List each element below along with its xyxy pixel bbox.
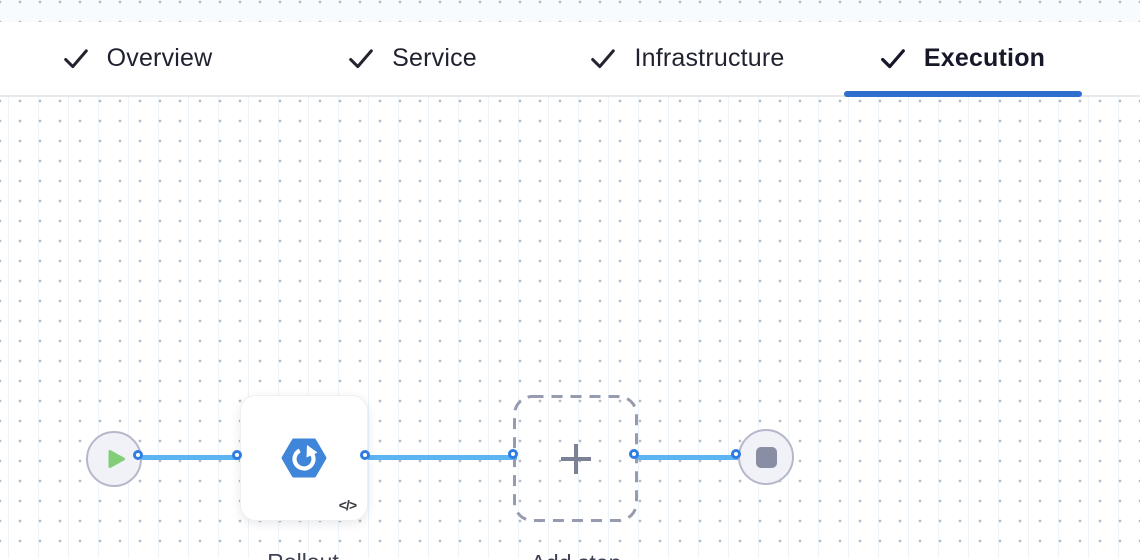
add-step-label: Add step bbox=[486, 542, 666, 560]
check-icon bbox=[591, 48, 616, 68]
check-icon bbox=[349, 48, 373, 68]
tab-execution[interactable]: Execution bbox=[825, 22, 1100, 97]
active-tab-underline bbox=[843, 91, 1082, 97]
port-step-in bbox=[232, 450, 242, 460]
play-icon bbox=[108, 450, 125, 468]
canvas-top-strip bbox=[0, 0, 1140, 22]
port-start-out bbox=[133, 450, 143, 460]
step-node-rollout-deployment[interactable]: </> bbox=[240, 395, 368, 521]
stop-icon bbox=[755, 446, 777, 468]
port-addstep-in bbox=[508, 449, 518, 459]
pipeline-canvas: </> Rollout Deployment Add step bbox=[0, 97, 1140, 560]
rollout-deployment-icon bbox=[281, 438, 327, 478]
port-step-out bbox=[360, 450, 370, 460]
plus-icon bbox=[560, 443, 591, 474]
tab-service-label: Service bbox=[392, 44, 477, 72]
tab-infrastructure[interactable]: Infrastructure bbox=[550, 22, 825, 95]
tab-infrastructure-label: Infrastructure bbox=[634, 44, 785, 72]
edge-addstep-to-end bbox=[636, 455, 740, 460]
code-icon: </> bbox=[338, 497, 357, 513]
tab-service[interactable]: Service bbox=[275, 22, 550, 95]
tab-overview[interactable]: Overview bbox=[0, 22, 275, 95]
edge-start-to-step bbox=[141, 455, 241, 460]
tab-overview-label: Overview bbox=[106, 44, 213, 72]
check-icon bbox=[63, 48, 88, 68]
tab-execution-label: Execution bbox=[923, 44, 1046, 72]
add-step-node[interactable] bbox=[513, 395, 638, 522]
edge-step-to-addstep bbox=[368, 455, 517, 460]
pipeline-start-node bbox=[86, 431, 142, 487]
port-addstep-out bbox=[629, 449, 639, 459]
stage-tabbar: Overview Service Infrastructure Executio… bbox=[0, 22, 1140, 97]
port-end-in bbox=[731, 449, 741, 459]
check-icon bbox=[880, 48, 905, 68]
step-label-rollout-deployment: Rollout Deployment bbox=[223, 541, 383, 560]
pipeline-end-node bbox=[738, 429, 794, 485]
